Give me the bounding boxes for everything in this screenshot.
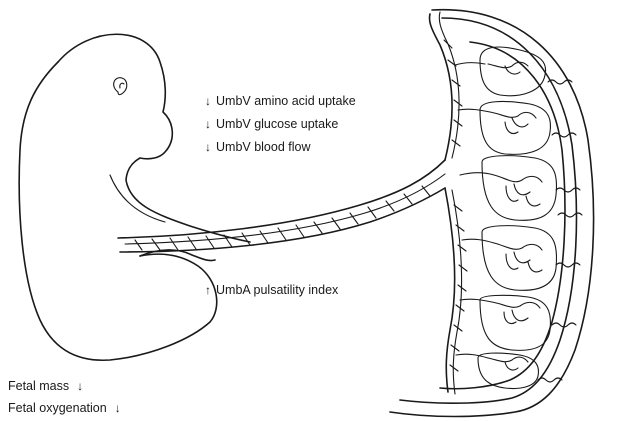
fetal-oxygenation-label: Fetal oxygenation↓: [8, 400, 123, 416]
umba-pulsatility-label: ↑UmbA pulsatility index: [203, 282, 338, 298]
down-arrow-icon: ↓: [203, 139, 213, 155]
down-arrow-icon: ↓: [75, 378, 85, 394]
down-arrow-icon: ↓: [203, 116, 213, 132]
umbv-amino-acid-label: ↓UmbV amino acid uptake: [203, 93, 356, 109]
umbv-glucose-label: ↓UmbV glucose uptake: [203, 116, 338, 132]
umbv-blood-flow-label: ↓UmbV blood flow: [203, 139, 311, 155]
umbilical-cord: [118, 160, 445, 252]
fetus-outline: [19, 34, 250, 360]
cotyledons: [478, 47, 557, 388]
fetal-mass-label: Fetal mass↓: [8, 378, 85, 394]
up-arrow-icon: ↑: [203, 282, 213, 298]
down-arrow-icon: ↓: [113, 400, 123, 416]
chorionic-vessels: [429, 12, 494, 394]
down-arrow-icon: ↓: [203, 93, 213, 109]
